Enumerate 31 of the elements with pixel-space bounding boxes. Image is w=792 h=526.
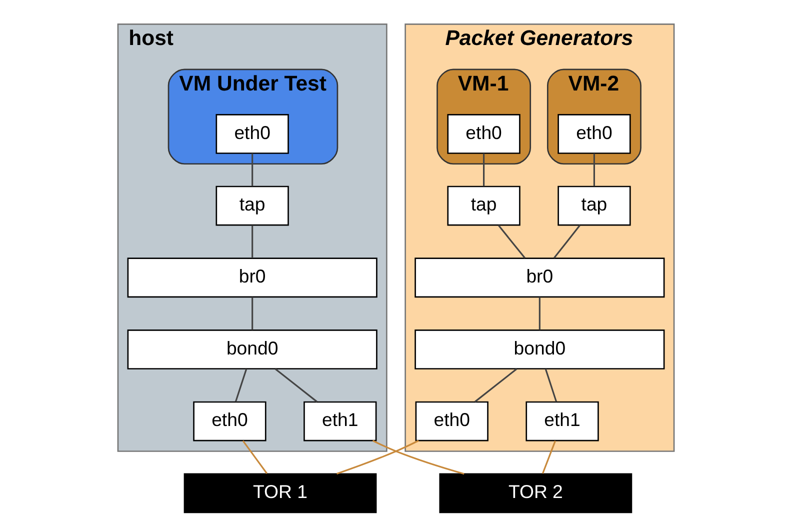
node-box: eth0 — [216, 114, 289, 154]
node-box: eth0 — [447, 114, 520, 154]
connector — [242, 440, 268, 474]
connector — [483, 153, 485, 186]
connector — [336, 440, 419, 474]
connector — [544, 368, 558, 402]
node-box: tap — [558, 186, 631, 226]
connector — [538, 297, 540, 330]
connector — [274, 368, 318, 402]
node-box: eth1 — [304, 401, 377, 442]
connector — [474, 368, 518, 402]
node-box: tap — [216, 186, 289, 226]
node-box: eth1 — [526, 401, 599, 442]
node-box: br0 — [127, 258, 378, 298]
connector — [372, 440, 464, 475]
node-box: bond0 — [127, 330, 378, 370]
connector — [252, 153, 254, 186]
node-box: bond0 — [414, 330, 665, 370]
node-box: eth0 — [558, 114, 631, 154]
connector — [234, 368, 248, 402]
node-box: tap — [447, 186, 520, 226]
node-box: br0 — [414, 258, 665, 298]
node-box: TOR 2 — [439, 473, 632, 514]
connector — [252, 225, 254, 258]
connector — [593, 153, 596, 186]
connector — [498, 224, 526, 259]
node-box: TOR 1 — [184, 473, 377, 514]
connector — [553, 224, 581, 258]
node-box: eth0 — [415, 401, 488, 442]
node-box: eth0 — [193, 401, 266, 442]
connector — [252, 297, 254, 330]
